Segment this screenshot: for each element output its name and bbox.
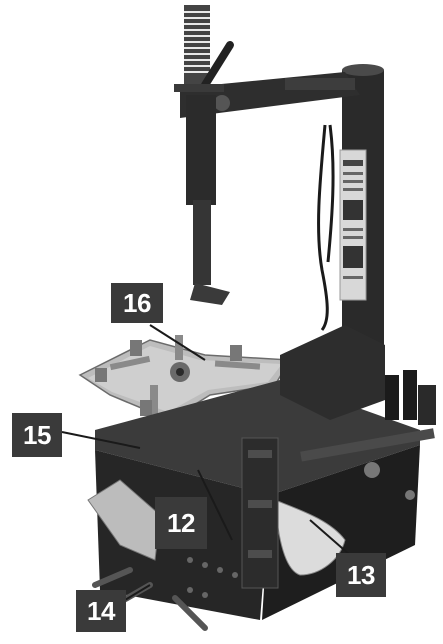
- leader-16: [149, 324, 206, 361]
- tower-column: [339, 64, 384, 360]
- callout-12: 12: [155, 497, 207, 549]
- leader-13: [309, 519, 351, 556]
- callout-15: 15: [12, 413, 62, 457]
- vertical-shaft: [174, 5, 234, 305]
- turntable: [78, 335, 292, 421]
- leader-12: [197, 469, 233, 541]
- callout-14: 14: [76, 590, 126, 632]
- callout-16: 16: [111, 283, 163, 323]
- swing-arm: [180, 72, 360, 331]
- callout-leaders: [61, 324, 351, 604]
- callout-13: 13: [336, 553, 386, 597]
- leader-15: [61, 431, 141, 449]
